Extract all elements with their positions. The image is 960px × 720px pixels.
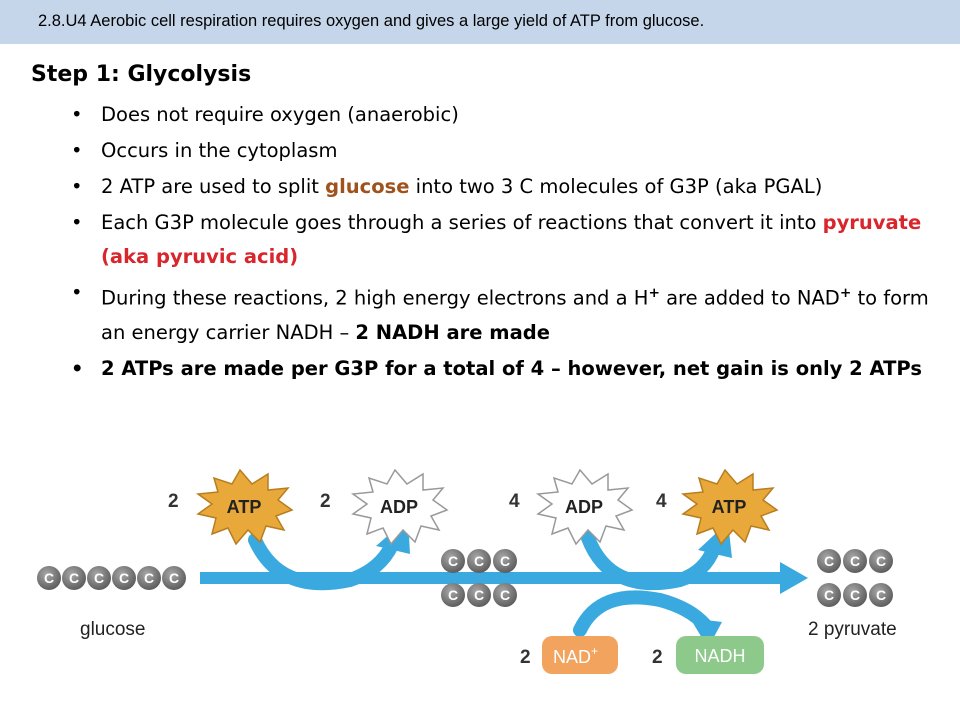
svg-text:C: C: [119, 570, 129, 586]
nadh-box: 2 NADH: [652, 636, 764, 674]
atp-output-count: 4: [656, 491, 667, 512]
adp-output-starburst: 2 ADP: [320, 468, 449, 546]
nadh-count: 2: [652, 647, 663, 668]
header-banner: 2.8.U4 Aerobic cell respiration requires…: [0, 0, 960, 44]
plus-superscript: +: [648, 285, 660, 301]
pyruvate-highlight: pyruvate (aka pyruvic acid): [101, 211, 922, 268]
svg-text:C: C: [876, 587, 886, 603]
adp-output-label: ADP: [380, 497, 418, 517]
svg-text:C: C: [876, 553, 886, 569]
g3p-molecules: C C C C C C: [441, 549, 517, 607]
nad-plus-box: 2 NAD+: [520, 636, 618, 674]
nad-to-nadh-arrow: [573, 590, 722, 648]
atp-input-starburst: 2 ATP: [168, 468, 294, 546]
carbon-atom: C: [112, 566, 136, 590]
nadh-bold-text: 2 NADH are made: [355, 320, 550, 344]
bullet-text: 2 ATP are used to split: [101, 175, 326, 198]
svg-text:C: C: [448, 587, 458, 603]
adp-output-count: 2: [320, 491, 331, 512]
step-title: Step 1: Glycolysis: [31, 62, 252, 87]
nadh-label: NADH: [694, 646, 745, 666]
carbon-atom: C: [162, 566, 186, 590]
svg-text:C: C: [144, 570, 154, 586]
plus-superscript: +: [839, 285, 852, 301]
adp-input-count: 4: [509, 491, 520, 512]
bullet-text: Does not require oxygen (anaerobic): [101, 103, 459, 126]
svg-text:C: C: [448, 553, 458, 569]
carbon-atom: C: [467, 549, 491, 573]
bullet-text: to form an energy carrier NADH –: [101, 286, 929, 344]
header-banner-text: 2.8.U4 Aerobic cell respiration requires…: [38, 12, 705, 30]
pyruvate-label: 2 pyruvate: [808, 619, 897, 640]
carbon-atom: C: [817, 583, 841, 607]
carbon-atom: C: [441, 583, 465, 607]
glycolysis-diagram: 2 ATP 2 ADP 4 ADP 4 ATP C C C C C: [37, 468, 897, 674]
svg-text:C: C: [500, 553, 510, 569]
bullet-item: During these reactions, 2 high energy el…: [0, 276, 940, 350]
pyruvate-molecules: C C C C C C 2 pyruvate: [808, 549, 897, 640]
carbon-atom: C: [869, 549, 893, 573]
carbon-atom: C: [87, 566, 111, 590]
carbon-atom: C: [817, 549, 841, 573]
svg-text:C: C: [500, 587, 510, 603]
carbon-atom: C: [493, 583, 517, 607]
bullet-list: Does not require oxygen (anaerobic) Occu…: [0, 98, 940, 388]
glucose-label: glucose: [80, 619, 146, 640]
bullet-text: During these reactions, 2 high energy el…: [101, 286, 649, 310]
bullet-text: into two 3 C molecules of G3P (aka PGAL): [409, 175, 823, 198]
atp-output-starburst: 4 ATP: [656, 468, 779, 546]
atp-output-label: ATP: [712, 497, 747, 517]
atp-input-count: 2: [168, 491, 179, 512]
bullet-item: Occurs in the cytoplasm: [0, 134, 940, 168]
svg-text:C: C: [69, 570, 79, 586]
svg-text:C: C: [94, 570, 104, 586]
glucose-highlight: glucose: [325, 175, 410, 198]
atp-input-label: ATP: [227, 497, 262, 517]
svg-text:C: C: [850, 587, 860, 603]
carbon-atom: C: [37, 566, 61, 590]
bullet-text: Each G3P molecule goes through a series …: [101, 211, 823, 234]
bullet-text: Occurs in the cytoplasm: [101, 139, 338, 162]
svg-text:C: C: [824, 553, 834, 569]
bullet-item: 2 ATP are used to split glucose into two…: [0, 170, 940, 204]
glucose-molecule: C C C C C C glucose: [37, 566, 186, 640]
carbon-atom: C: [843, 583, 867, 607]
adp-input-label: ADP: [565, 497, 603, 517]
bullet-item: 2 ATPs are made per G3P for a total of 4…: [0, 352, 940, 386]
carbon-atom: C: [137, 566, 161, 590]
adp-input-starburst: 4 ADP: [509, 468, 634, 546]
bullet-text: 2 ATPs are made per G3P for a total of 4…: [101, 356, 922, 380]
bullet-item: Each G3P molecule goes through a series …: [0, 206, 940, 274]
carbon-atom: C: [869, 583, 893, 607]
carbon-atom: C: [467, 583, 491, 607]
bullet-item: Does not require oxygen (anaerobic): [0, 98, 940, 132]
carbon-atom: C: [62, 566, 86, 590]
bullet-text: are added to NAD: [659, 286, 840, 310]
carbon-atom: C: [441, 549, 465, 573]
svg-text:C: C: [474, 553, 484, 569]
carbon-atom: C: [493, 549, 517, 573]
svg-text:C: C: [44, 570, 54, 586]
svg-text:C: C: [474, 587, 484, 603]
svg-text:C: C: [824, 587, 834, 603]
carbon-atom: C: [843, 549, 867, 573]
nad-label: NAD+: [553, 644, 598, 667]
nad-count: 2: [520, 647, 531, 668]
svg-text:C: C: [850, 553, 860, 569]
svg-text:C: C: [169, 570, 179, 586]
